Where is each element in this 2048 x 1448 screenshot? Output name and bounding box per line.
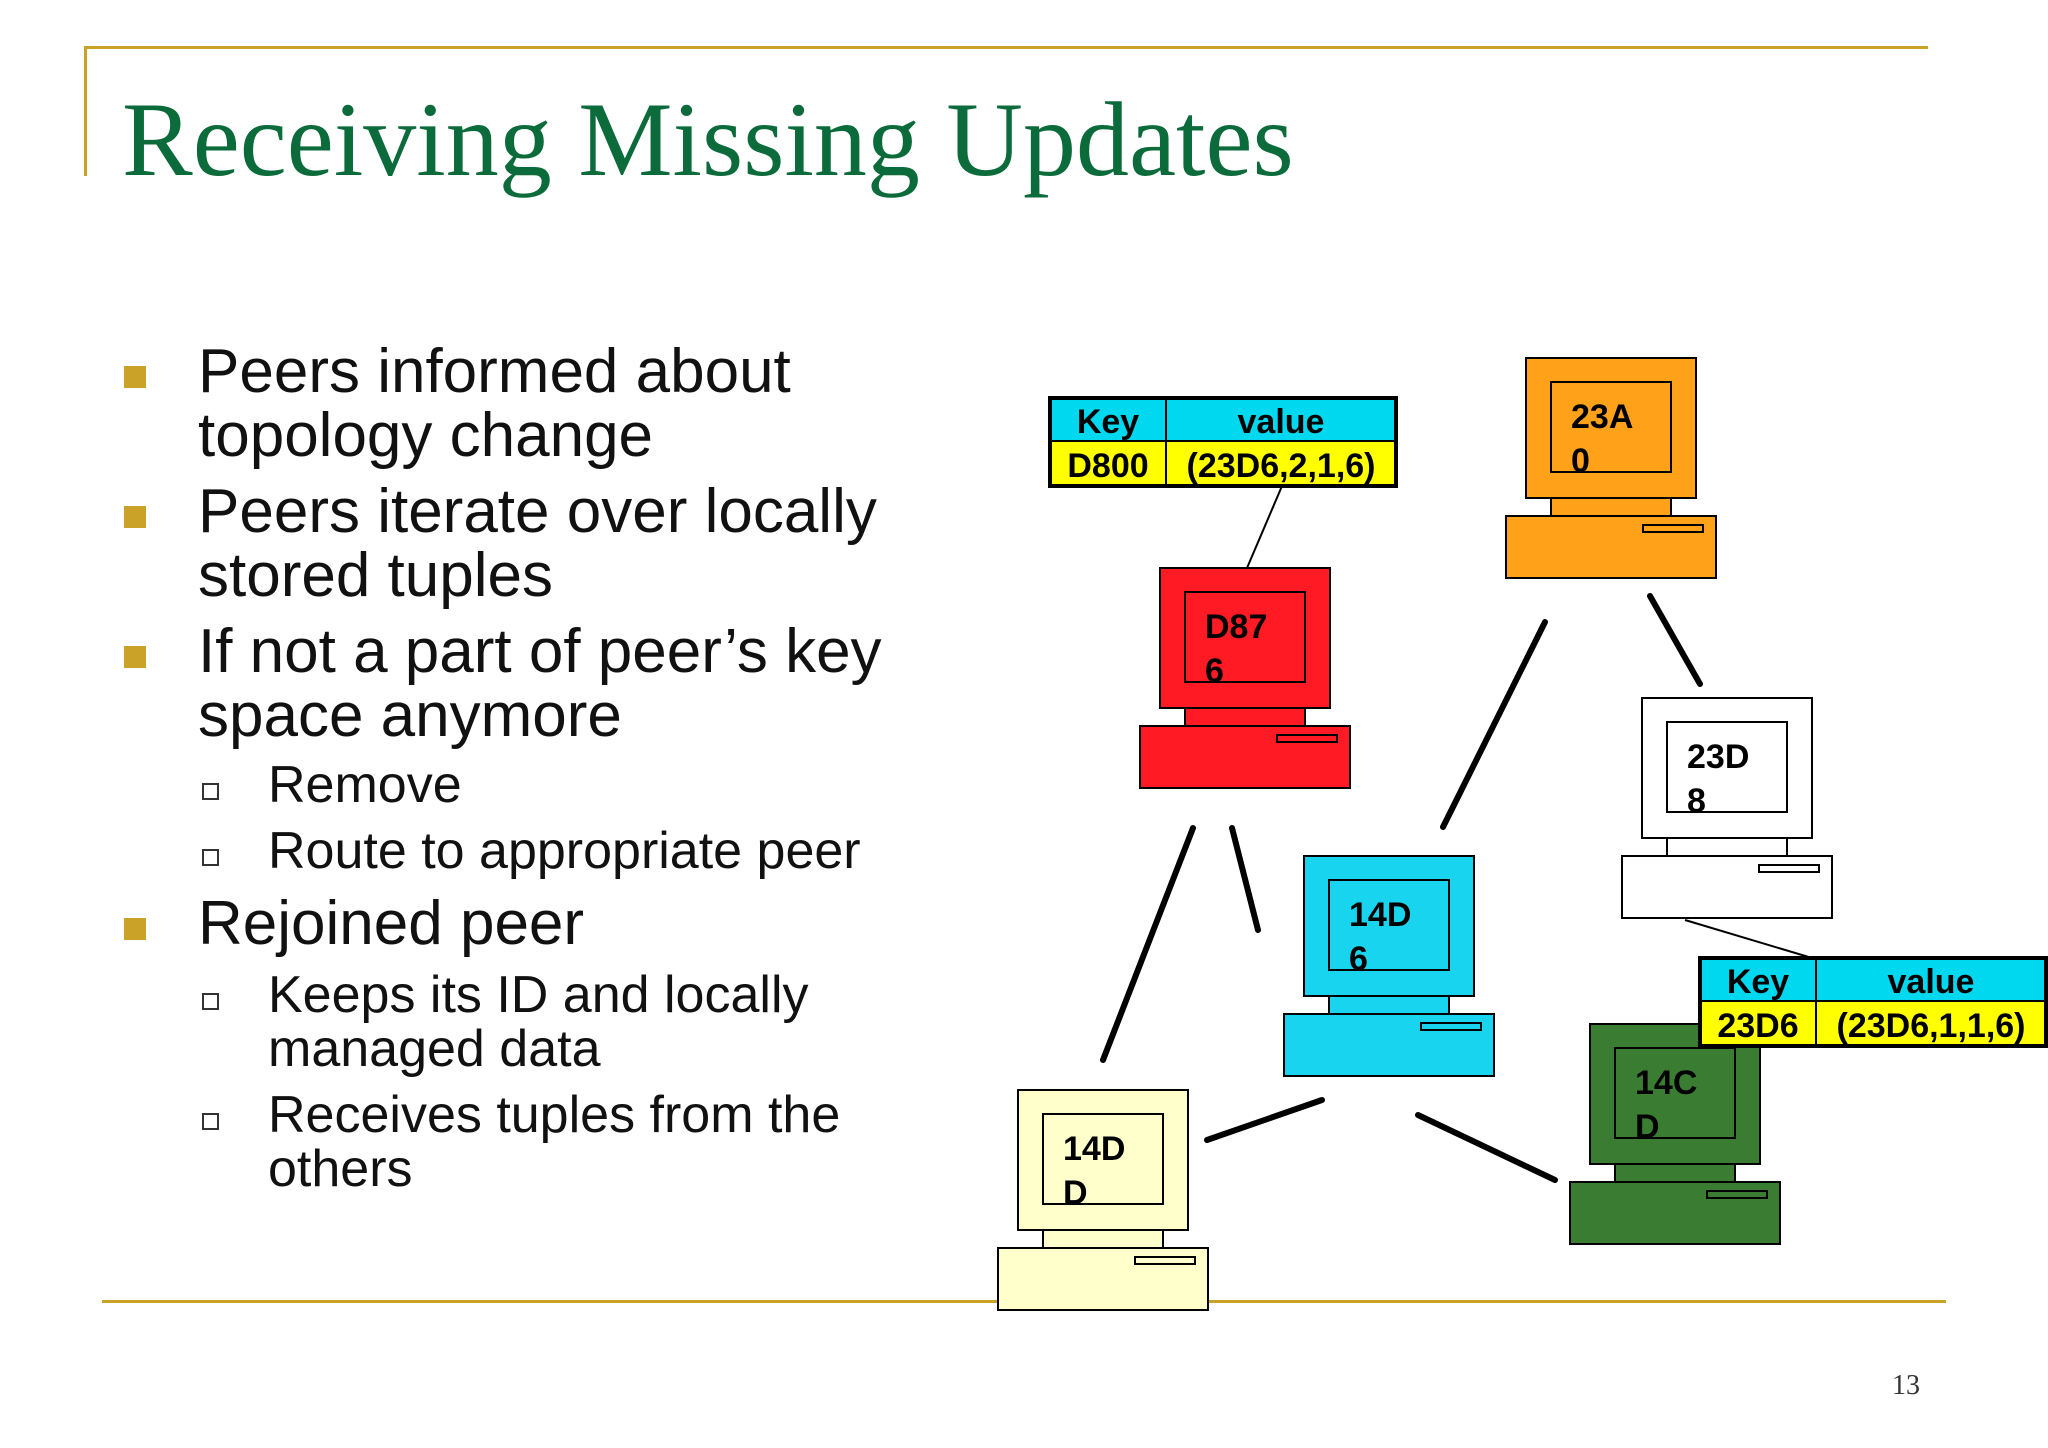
kv-header-value: value [1888,963,1975,1001]
link-23a0-23d8 [1647,593,1703,687]
node-label: 14C [1635,1064,1697,1102]
computer-node-d876: D87 6 [1139,567,1351,789]
node-label: 14D [1349,896,1411,934]
node-label: 23A [1571,398,1633,436]
node-label: D [1063,1174,1088,1212]
computer-node-23a0: 23A 0 [1505,357,1717,579]
connection-lines [1100,593,1703,1183]
link-14d6-14cd [1415,1112,1558,1183]
kv-table-d876: Key value D800 (23D6,2,1,6) [1048,396,1398,488]
node-label: 6 [1349,940,1368,978]
top-rule [84,46,1928,49]
link-23a0-14d6 [1440,619,1548,830]
kv-table-23d8: Key value 23D6 (23D6,1,1,6) [1698,956,2048,1048]
sub-bullet-item: Receives tuples from the others [202,1088,928,1196]
kv-value: (23D6,2,1,6) [1187,447,1376,485]
sub-bullet-item: Remove [202,758,968,812]
node-label: 14D [1063,1130,1125,1168]
node-label: D87 [1205,608,1267,646]
node-label: 23D [1687,738,1749,776]
link-d876-14dd [1100,825,1196,1063]
sub-bullet-item: Keeps its ID and locally managed data [202,968,828,1076]
sub-bullet-item: Route to appropriate peer [202,824,968,878]
node-label: D [1635,1108,1660,1146]
bullet-item: Peers iterate over locally stored tuples [124,480,958,608]
callout-line-d876 [1246,485,1283,569]
computer-node-14cd: 14C D [1569,1023,1781,1245]
bullet-item: Rejoined peer [124,892,958,956]
kv-key: 23D6 [1717,1007,1798,1045]
kv-header-key: Key [1077,403,1139,441]
kv-header-key: Key [1727,963,1789,1001]
computer-node-23d8: 23D 8 [1621,697,1833,919]
node-label: 6 [1205,652,1224,690]
link-14dd-14d6 [1204,1097,1325,1143]
bullet-item: Peers informed about topology change [124,340,958,468]
left-rule [84,46,87,176]
slide-title: Receiving Missing Updates [122,81,1294,198]
page-number: 13 [1892,1370,1920,1401]
callout-line-23d8 [1684,919,1813,959]
bullet-item: If not a part of peer’s key space anymor… [124,620,958,748]
computer-node-14d6: 14D 6 [1283,855,1495,1077]
computer-node-14dd: 14D D [997,1089,1209,1311]
kv-value: (23D6,1,1,6) [1837,1007,2026,1045]
kv-key: D800 [1067,447,1148,485]
kv-header-value: value [1238,403,1325,441]
node-label: 0 [1571,442,1590,480]
node-label: 8 [1687,782,1706,820]
link-d876-14d6 [1229,825,1261,933]
